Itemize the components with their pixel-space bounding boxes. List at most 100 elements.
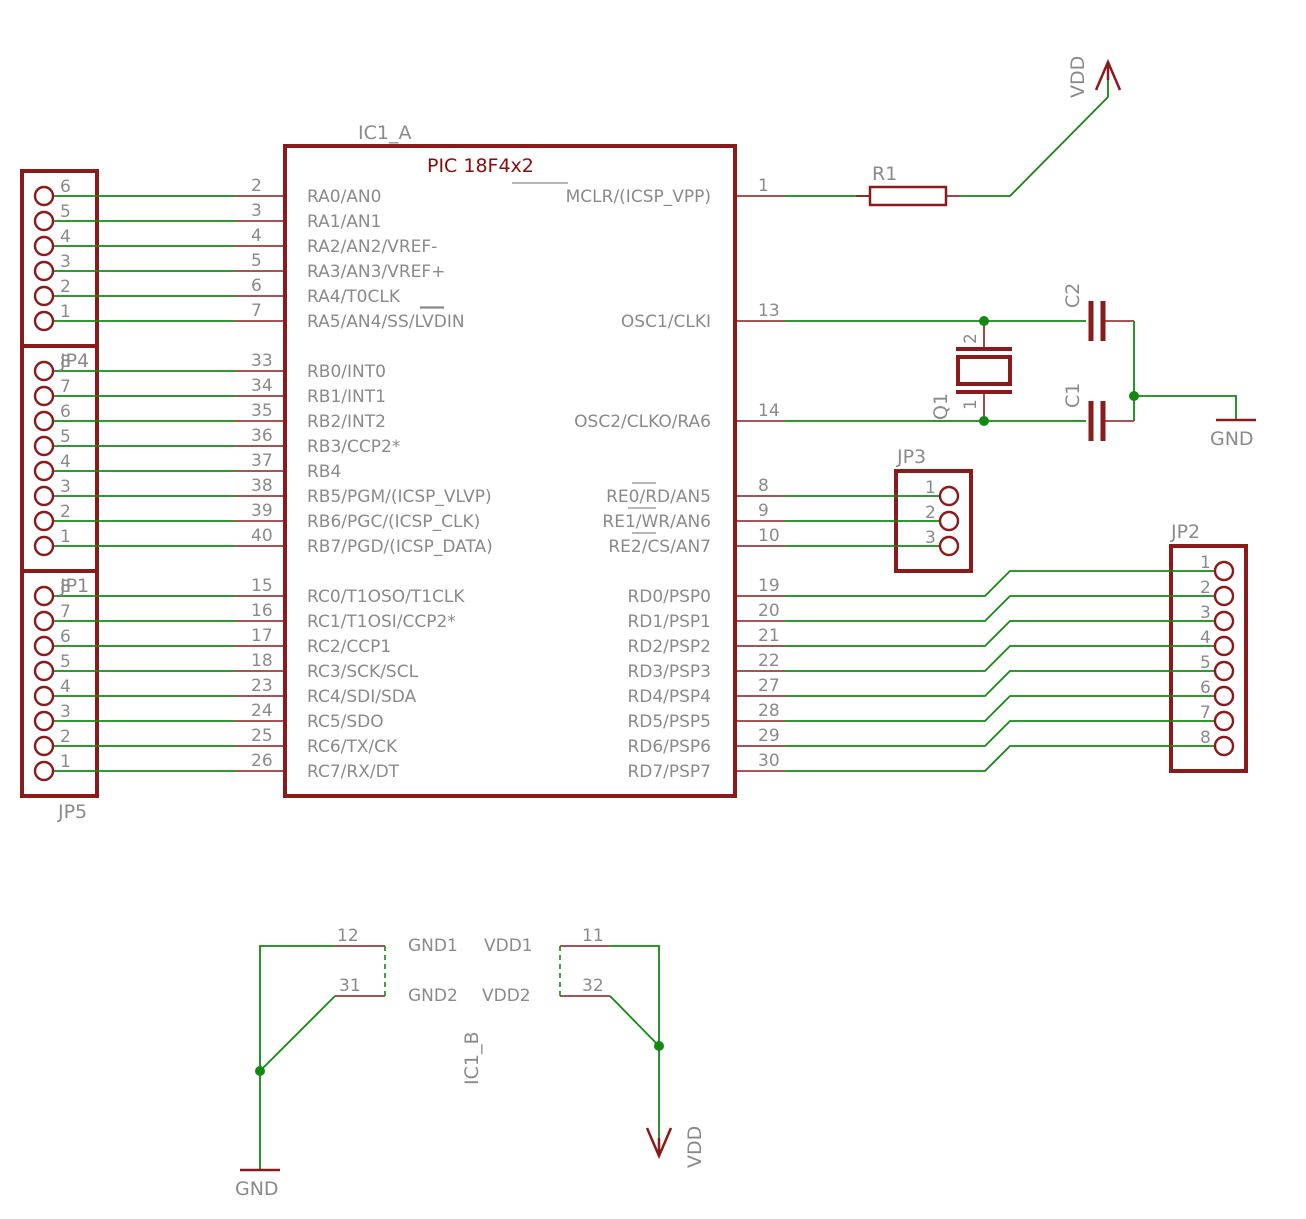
pin31-num: 31 (339, 976, 361, 996)
gnd-bottom-label: GND (235, 1178, 279, 1200)
ic1-pin-number: 17 (251, 626, 273, 646)
connector-pin-number: 1 (1200, 553, 1211, 573)
connector-pin-hole[interactable] (1213, 735, 1235, 757)
connector-pin-number: 5 (1200, 653, 1211, 673)
ic1-pin-name: RD6/PSP6 (627, 737, 711, 757)
connector-pin-number: 8 (1200, 728, 1211, 748)
ic1-pin-name: RC0/T1OSO/T1CLK (307, 587, 465, 607)
ic1-pin-name: RC3/SCK/SCL (307, 662, 419, 682)
connector-pin-hole[interactable] (33, 285, 55, 307)
connector-pin-hole[interactable] (1213, 635, 1235, 657)
connector-pin-hole[interactable] (1213, 660, 1235, 682)
ic1-pin-name: RD4/PSP4 (627, 687, 711, 707)
gnd2-net (259, 995, 336, 1072)
connector-pin-number: 3 (60, 252, 71, 272)
connector-pin-number: 8 (60, 577, 71, 597)
connector-pin-hole[interactable] (938, 535, 960, 557)
connector-pin-number: 4 (60, 227, 71, 247)
vdd2-name: VDD2 (482, 986, 531, 1006)
connector-pin-hole[interactable] (33, 385, 55, 407)
pin32-num: 32 (582, 976, 604, 996)
connector-pin-hole[interactable] (33, 410, 55, 432)
ic1-pin-number: 25 (251, 726, 273, 746)
connector-net (785, 695, 1224, 722)
vdd-net (610, 945, 660, 1140)
connector-pin-number: 1 (60, 302, 71, 322)
c1-label: C1 (1062, 383, 1084, 408)
connector-pin-number: 3 (1200, 603, 1211, 623)
ic1-pin-number: 8 (758, 476, 769, 496)
ic1-pin-name: RD1/PSP1 (627, 612, 711, 632)
q1-crystal (956, 355, 1012, 386)
connector-pin-number: 3 (60, 702, 71, 722)
connector-pin-hole[interactable] (33, 260, 55, 282)
connector-pin-hole[interactable] (938, 485, 960, 507)
connector-pin-hole[interactable] (1213, 710, 1235, 732)
ic1-pin-number: 3 (251, 201, 262, 221)
connector-pin-hole[interactable] (33, 710, 55, 732)
jp3-pins: 123 (785, 478, 960, 557)
ic1-pin-name: RD5/PSP5 (627, 712, 711, 732)
connector-pin-number: 6 (1200, 678, 1211, 698)
connector-pin-hole[interactable] (33, 460, 55, 482)
connector-pin-hole[interactable] (1213, 560, 1235, 582)
connector-pin-hole[interactable] (33, 210, 55, 232)
ic1-b-power-section: 12 31 11 32 GND1 GND2 VDD1 VDD2 IC1_B GN… (235, 926, 706, 1200)
connector-pin-number: 5 (60, 202, 71, 222)
vdd-bottom-label: VDD (684, 1126, 706, 1168)
ic1-pin-name: RC2/CCP1 (307, 637, 391, 657)
connector-pin-hole[interactable] (938, 510, 960, 532)
connector-pin-hole[interactable] (33, 535, 55, 557)
connector-pin-hole[interactable] (33, 660, 55, 682)
connector-pin-number: 5 (60, 427, 71, 447)
connector-pin-hole[interactable] (33, 510, 55, 532)
ic1-pin-name: RD3/PSP3 (627, 662, 711, 682)
cap-common-junction (1129, 391, 1139, 401)
connector-pin-number: 7 (60, 602, 71, 622)
ic1-pin-name: RA1/AN1 (307, 212, 381, 232)
connector-pin-hole[interactable] (1213, 610, 1235, 632)
ic1-pin-number: 28 (758, 701, 780, 721)
connector-pin-hole[interactable] (33, 735, 55, 757)
ic1-pin-number: 2 (251, 176, 262, 196)
connector-pin-number: 6 (60, 177, 71, 197)
ic1-pin-name: RE0/RD/AN5 (606, 487, 711, 507)
ic1-pin-name: OSC1/CLKI (621, 312, 711, 332)
gnd-net (259, 945, 335, 1170)
ic1-pin-name: RC5/SDO (307, 712, 384, 732)
connector-pin-hole[interactable] (33, 685, 55, 707)
ic1-right-pins: 1MCLR/(ICSP_VPP)13OSC1/CLKI14OSC2/CLKO/R… (566, 176, 785, 782)
r1-body (868, 185, 948, 207)
osc1-junction (979, 316, 989, 326)
connector-pin-hole[interactable] (33, 585, 55, 607)
gnd-junction (255, 1066, 265, 1076)
connector-pin-hole[interactable] (33, 610, 55, 632)
ic1-pin-name: OSC2/CLKO/RA6 (574, 412, 711, 432)
connector-pin-hole[interactable] (33, 360, 55, 382)
connector-pin-hole[interactable] (33, 435, 55, 457)
pin11-num: 11 (582, 926, 604, 946)
connector-pin-hole[interactable] (1213, 585, 1235, 607)
cap-gnd-net (1134, 395, 1237, 420)
ic1-pin-number: 22 (758, 651, 780, 671)
connector-pin-hole[interactable] (1213, 685, 1235, 707)
connector-pin-hole[interactable] (33, 185, 55, 207)
connector-pin-hole[interactable] (33, 310, 55, 332)
connector-pin-hole[interactable] (33, 635, 55, 657)
connector-pin-number: 4 (1200, 628, 1211, 648)
connector-pin-hole[interactable] (33, 235, 55, 257)
ic1-pin-number: 10 (758, 526, 780, 546)
ic1-pin-number: 34 (251, 376, 273, 396)
ic1-pin-name: RA4/T0CLK (307, 287, 401, 307)
pin12-num: 12 (337, 926, 359, 946)
jp5-label: JP5 (57, 801, 87, 823)
connector-pin-hole[interactable] (33, 485, 55, 507)
ic1-b-ref: IC1_B (461, 1032, 483, 1086)
connector-pin-hole[interactable] (33, 760, 55, 782)
connector-pin-number: 1 (60, 752, 71, 772)
ic1-pin-name: RB6/PGC/(ICSP_CLK) (307, 512, 480, 532)
